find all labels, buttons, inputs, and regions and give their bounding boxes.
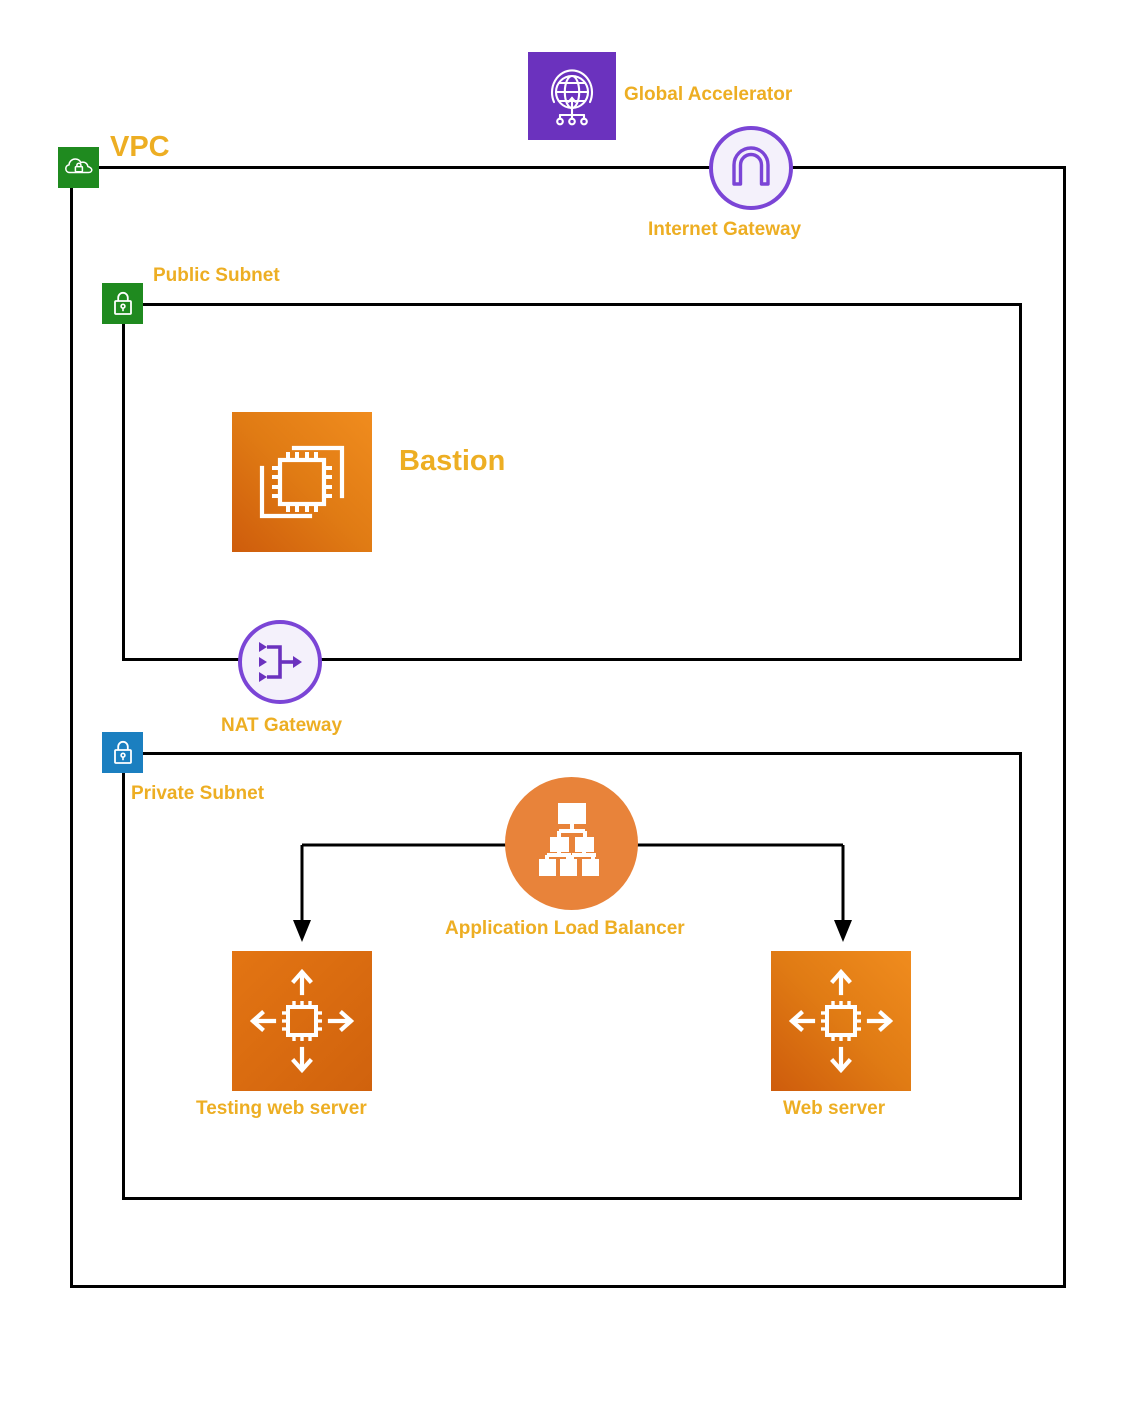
- private-subnet-boundary-box: [122, 752, 1022, 1200]
- ec2-autoscaling-icon[interactable]: [232, 951, 372, 1091]
- vpc-label: VPC: [110, 131, 170, 163]
- application-load-balancer-label: Application Load Balancer: [445, 918, 685, 939]
- bastion-label: Bastion: [399, 445, 506, 477]
- nat-gateway-icon[interactable]: [238, 620, 322, 704]
- public-subnet-label: Public Subnet: [153, 265, 280, 286]
- ec2-instances-icon[interactable]: [232, 412, 372, 552]
- private-subnet-label: Private Subnet: [131, 783, 265, 804]
- global-accelerator-globe-icon[interactable]: [528, 52, 616, 140]
- global-accelerator-label: Global Accelerator: [624, 84, 793, 105]
- vpc-boundary-box: [70, 166, 1066, 1288]
- web-server-label: Web server: [783, 1098, 886, 1119]
- internet-gateway-arch-icon[interactable]: [709, 126, 793, 210]
- ec2-autoscaling-icon[interactable]: [771, 951, 911, 1091]
- private-subnet-lock-icon: [102, 732, 143, 773]
- nat-gateway-label: NAT Gateway: [221, 715, 343, 736]
- internet-gateway-label: Internet Gateway: [648, 219, 802, 240]
- testing-web-server-label: Testing web server: [196, 1098, 367, 1119]
- public-subnet-boundary-box: [122, 303, 1022, 661]
- vpc-cloud-lock-icon: [58, 147, 99, 188]
- public-subnet-lock-icon: [102, 283, 143, 324]
- load-balancer-tree-icon[interactable]: [505, 777, 638, 910]
